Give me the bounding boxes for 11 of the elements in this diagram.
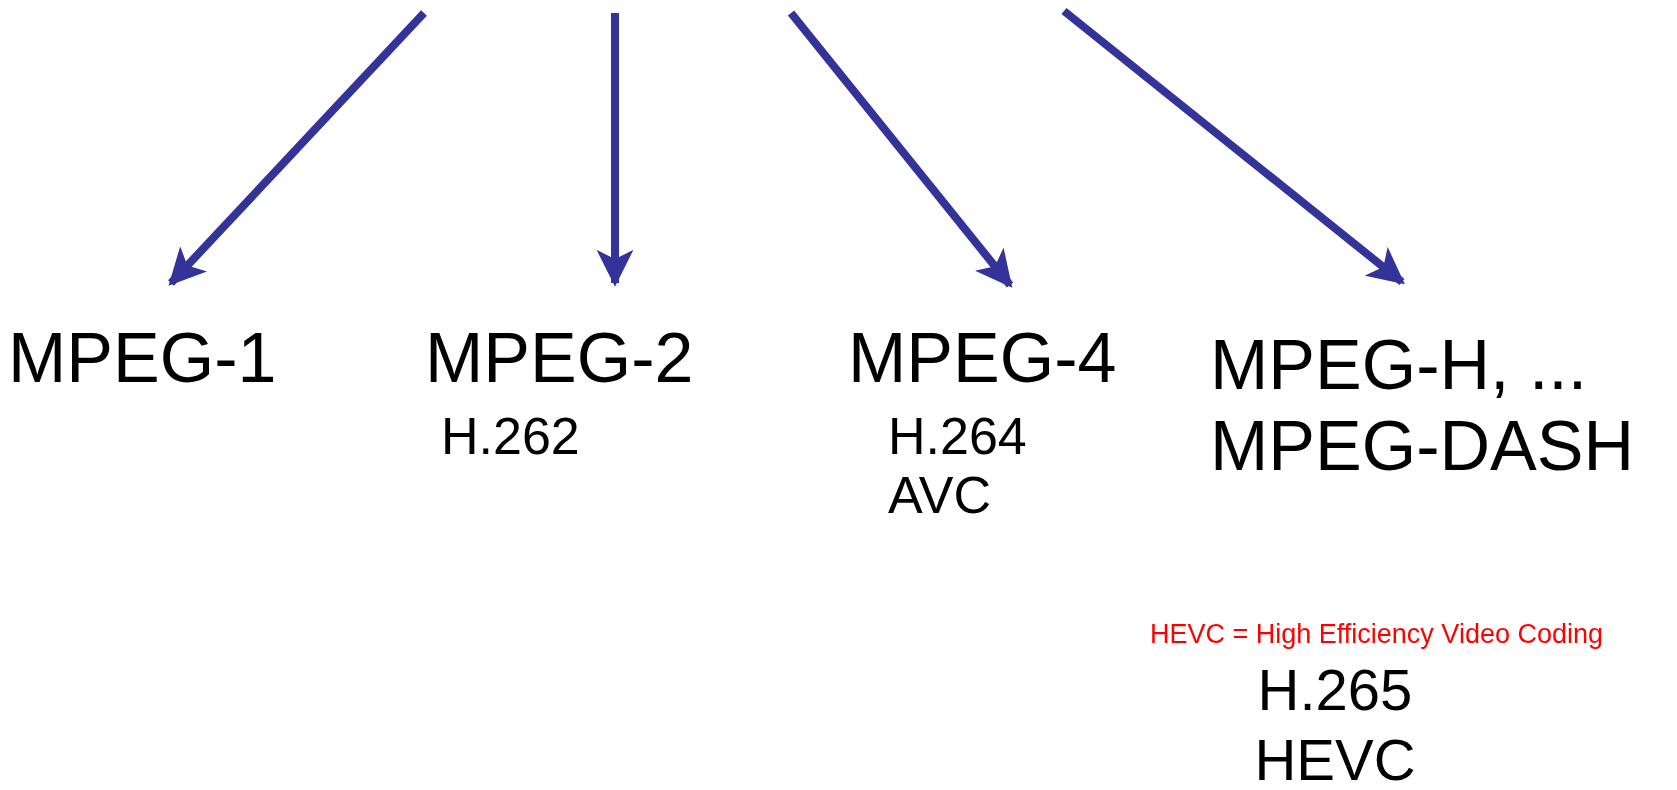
- codec-name: H.264 AVC: [887, 406, 1028, 527]
- standard-name: MPEG-4: [848, 318, 1117, 399]
- arrow: [168, 10, 427, 286]
- standard-name: H.265 HEVC: [1253, 656, 1417, 790]
- standard-name: MPEG-2: [425, 318, 694, 399]
- codec-name: H.262: [440, 406, 580, 467]
- note-text: HEVC = High Efficiency Video Coding: [1150, 618, 1604, 651]
- arrow: [787, 10, 1014, 288]
- arrow: [1061, 7, 1405, 286]
- standard-name: MPEG-H, ... MPEG-DASH: [1210, 325, 1635, 486]
- standard-name: MPEG-1: [8, 318, 277, 399]
